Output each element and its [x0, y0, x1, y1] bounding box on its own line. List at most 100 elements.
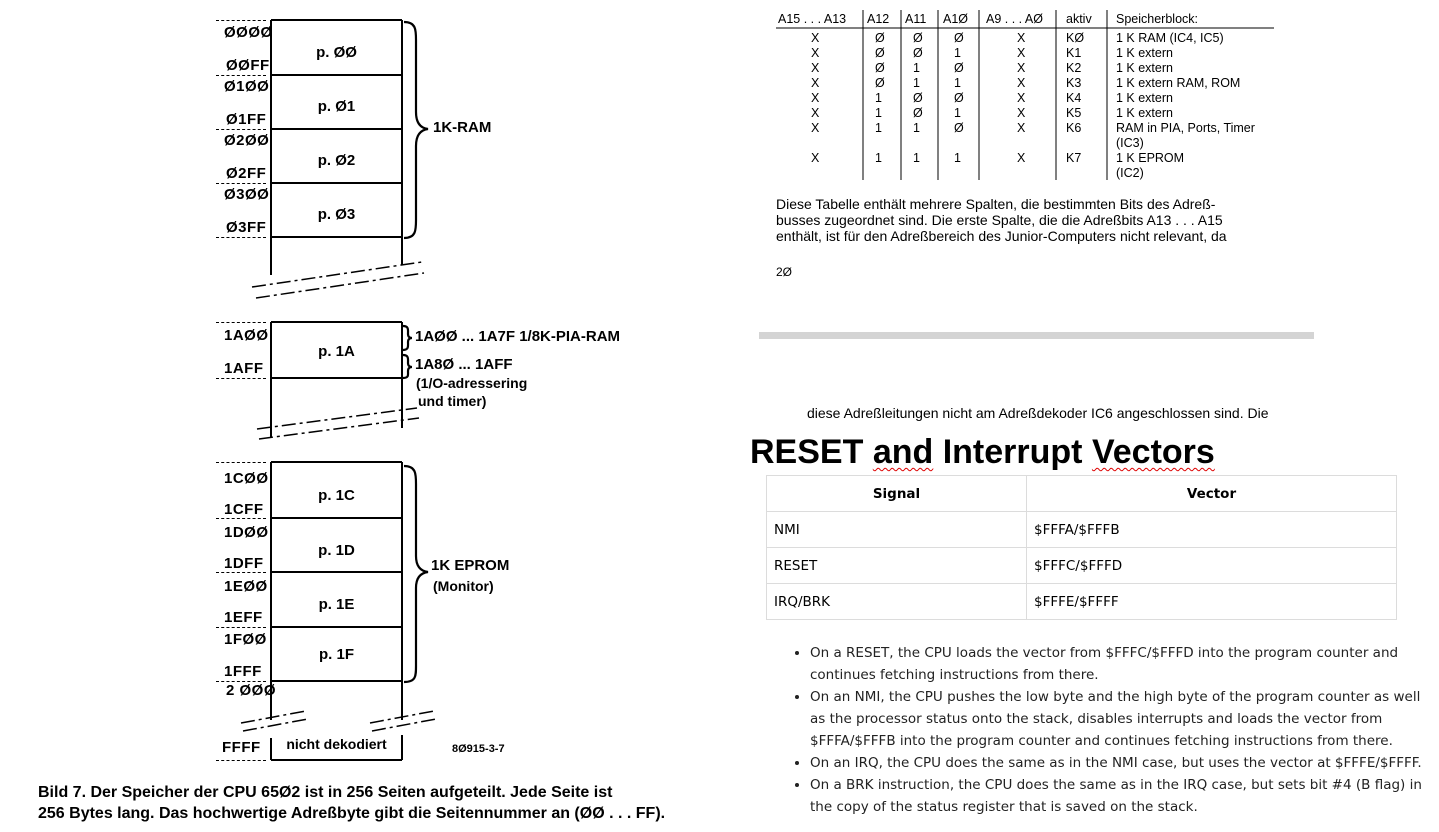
pia-ram-label: 1AØØ ... 1A7F 1/8K-PIA-RAM	[415, 328, 621, 345]
tick-line	[216, 378, 266, 379]
page-number: 2Ø	[776, 265, 793, 279]
decoder-cell: Ø	[913, 31, 923, 45]
decoder-cell: Ø	[954, 121, 964, 135]
addr-1e00: 1EØØ	[224, 578, 268, 595]
paragraph-line3: enthält, ist für den Adreßbereich des Ju…	[776, 228, 1227, 244]
th-signal: Signal	[766, 475, 1027, 512]
decoder-cell: KØ	[1066, 31, 1085, 45]
decoder-cell: 1	[954, 106, 961, 120]
decoder-cell: 1 K extern	[1116, 46, 1173, 60]
tick-line	[216, 183, 266, 184]
not-decoded-label: nicht dekodiert	[286, 736, 387, 752]
ram-label: 1K-RAM	[433, 119, 492, 136]
addr-03ff: Ø3FF	[226, 219, 267, 236]
decoder-cell: Ø	[913, 91, 923, 105]
decoder-cell: Ø	[913, 46, 923, 60]
addr-01ff: Ø1FF	[226, 111, 267, 128]
decoder-cell: X	[811, 46, 820, 60]
next-page-line: diese Adreßleitungen nicht am Adreßdekod…	[807, 405, 1269, 421]
decoder-cell: Ø	[875, 76, 885, 90]
tick-line	[216, 681, 266, 682]
decoder-cell: X	[1017, 121, 1026, 135]
paragraph-line1: Diese Tabelle enthält mehrere Spalten, d…	[776, 196, 1216, 212]
signal-cell: RESET	[766, 547, 1027, 584]
decoder-cell: 1	[954, 76, 961, 90]
decoder-cell: X	[1017, 151, 1026, 165]
page-label-1e: p. 1E	[318, 596, 355, 613]
addr-1a00: 1AØØ	[224, 327, 269, 344]
figure-caption-line1: Bild 7. Der Speicher der CPU 65Ø2 ist in…	[38, 784, 613, 801]
decoder-cell: X	[811, 31, 820, 45]
decoder-cell: Ø	[875, 61, 885, 75]
addr-02ff: Ø2FF	[226, 165, 267, 182]
decoder-cell: X	[1017, 31, 1026, 45]
vector-cell: $FFFC/$FFFD	[1026, 547, 1397, 584]
title-word-vectors: Vectors	[1091, 433, 1215, 471]
decoder-cell: K7	[1066, 151, 1082, 165]
tick-line	[216, 237, 266, 238]
vector-cell: $FFFA/$FFFB	[1026, 511, 1397, 548]
signal-cell: IRQ/BRK	[766, 583, 1027, 620]
decoder-cell: X	[1017, 61, 1026, 75]
table-row: IRQ/BRK $FFFE/$FFFF	[766, 583, 1397, 620]
figure-code: 8Ø915-3-7	[452, 743, 505, 755]
decoder-cell: Ø	[954, 31, 964, 45]
vector-cell: $FFFE/$FFFF	[1026, 583, 1397, 620]
th-a11: A11	[905, 12, 927, 26]
decoder-cell: X	[1017, 106, 1026, 120]
decoder-cell: 1	[875, 151, 882, 165]
th-aktiv: aktiv	[1066, 12, 1092, 26]
figure-caption-line2: 256 Bytes lang. Das hochwertige Adreßbyt…	[38, 805, 666, 822]
list-item: On an NMI, the CPU pushes the low byte a…	[810, 686, 1425, 752]
list-item: On a RESET, the CPU loads the vector fro…	[810, 642, 1425, 686]
decoder-cell: X	[811, 106, 820, 120]
decoder-cell: RAM in PIA, Ports, Timer	[1116, 121, 1255, 135]
addr-1c00: 1CØØ	[224, 470, 269, 487]
decoder-cell: 1	[875, 106, 882, 120]
decoder-cell: X	[1017, 91, 1026, 105]
vector-table: Signal Vector NMI $FFFA/$FFFB RESET $FFF…	[766, 475, 1397, 620]
title-word-reset: RESET	[750, 433, 864, 471]
th-a10: A1Ø	[943, 12, 969, 26]
decoder-cell: K4	[1066, 91, 1082, 105]
memory-map-frame	[240, 19, 437, 761]
addr-2000: 2 ØØØ	[226, 682, 277, 699]
addr-0200: Ø2ØØ	[224, 132, 270, 149]
vector-notes-list: On a RESET, the CPU loads the vector fro…	[790, 642, 1425, 818]
eprom-label: 1K EPROM	[431, 557, 510, 574]
list-item: On a BRK instruction, the CPU does the s…	[810, 774, 1425, 818]
page-label-01: p. Ø1	[317, 98, 356, 115]
decoder-cell: 1	[913, 76, 920, 90]
decoder-cell: X	[811, 121, 820, 135]
decoder-cell: K1	[1066, 46, 1082, 60]
title-word-interrupt: Interrupt	[942, 433, 1083, 471]
io-label: 1A8Ø ... 1AFF	[415, 356, 513, 373]
io-label-line3: und timer)	[418, 393, 487, 409]
decoder-cell: X	[1017, 46, 1026, 60]
section-title: RESET and Interrupt Vectors	[750, 433, 1215, 472]
table-row: RESET $FFFC/$FFFD	[766, 547, 1397, 584]
addr-0000: ØØØØ	[224, 24, 273, 41]
decoder-cell: 1 K EPROM	[1116, 151, 1185, 165]
decoder-cell: 1	[875, 121, 882, 135]
decoder-cell: Ø	[875, 31, 885, 45]
th-speicherblock: Speicherblock:	[1116, 12, 1198, 26]
addr-1d00: 1DØØ	[224, 524, 269, 541]
decoder-cell: K2	[1066, 61, 1082, 75]
addr-1eff: 1EFF	[224, 609, 263, 626]
signal-cell: NMI	[766, 511, 1027, 548]
decoder-cell: Ø	[875, 46, 885, 60]
th-vector: Vector	[1026, 475, 1397, 512]
title-word-and: and	[872, 433, 934, 471]
page-separator	[759, 332, 1314, 339]
page-label-1f: p. 1F	[318, 646, 354, 663]
decoder-cell: X	[811, 76, 820, 90]
addr-1cff: 1CFF	[224, 501, 264, 518]
tick-line	[216, 627, 266, 628]
addr-1f00: 1FØØ	[224, 631, 267, 648]
decoder-cell: K5	[1066, 106, 1082, 120]
decoder-cell: 1	[954, 151, 961, 165]
page-label-1a: p. 1A	[318, 343, 355, 360]
tick-line	[216, 129, 266, 130]
tick-line	[216, 20, 266, 21]
